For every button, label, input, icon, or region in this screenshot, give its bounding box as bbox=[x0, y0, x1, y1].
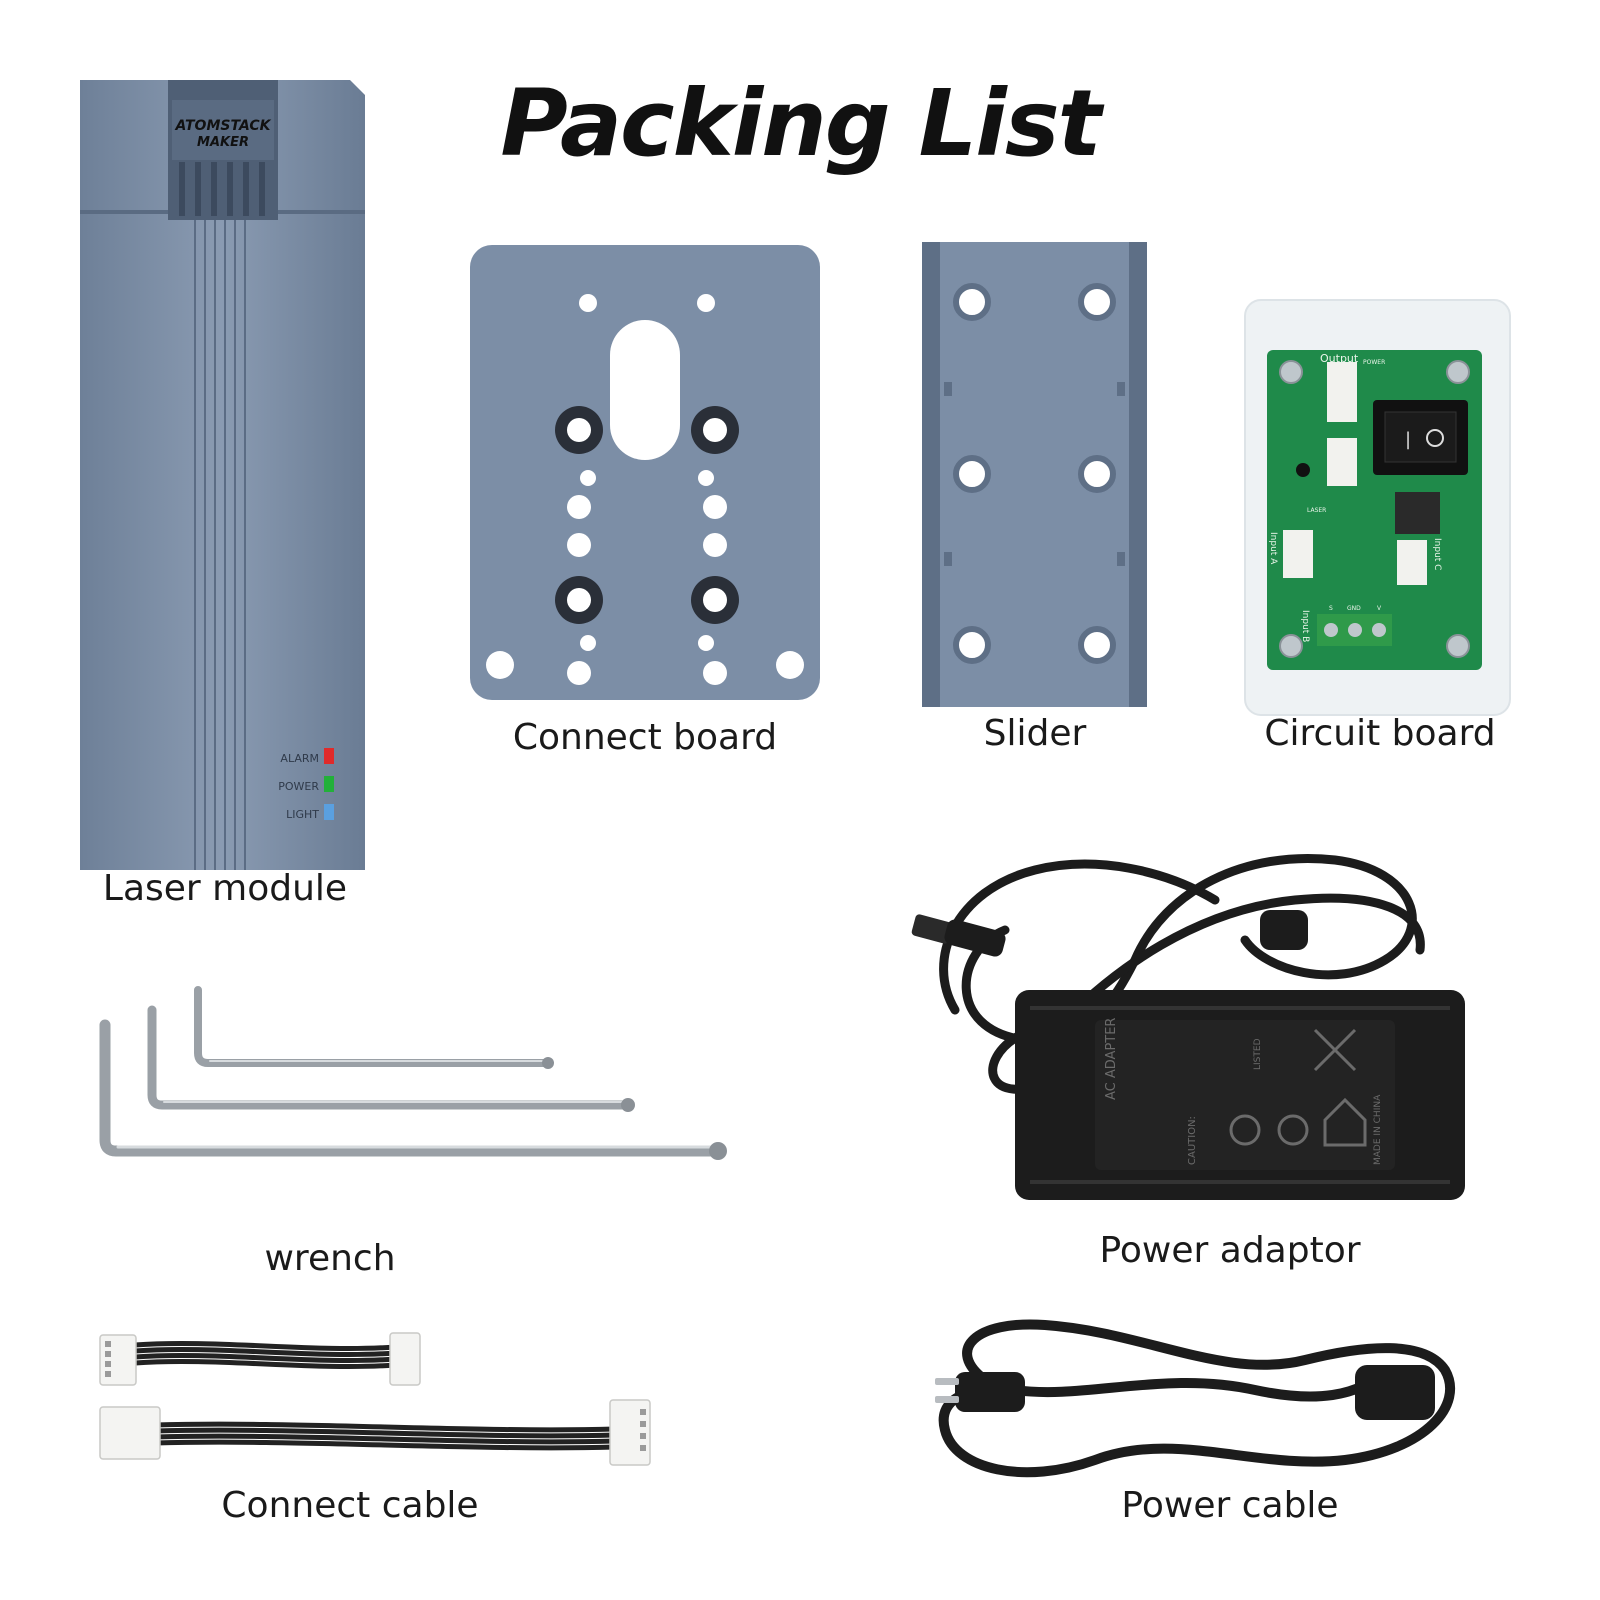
slider-label: Slider bbox=[983, 713, 1087, 754]
pcb-pin-s: S bbox=[1329, 605, 1333, 612]
alarm-led bbox=[324, 748, 334, 764]
connect-cable-label: Connect cable bbox=[221, 1485, 479, 1526]
pcb-input-c-text: Input C bbox=[1432, 538, 1442, 570]
pcb-input-b-text: Input B bbox=[1300, 610, 1310, 642]
pcb-power-text: POWER bbox=[1363, 359, 1385, 366]
circuit-board-image: | Output POWER LASER Input A Input C Inp… bbox=[1244, 299, 1511, 716]
connect-board-label: Connect board bbox=[512, 717, 778, 758]
laser-module-label: Laser module bbox=[102, 868, 348, 909]
page-title: Packing List bbox=[500, 70, 1101, 177]
wrench-label: wrench bbox=[264, 1238, 396, 1279]
power-adaptor-label: Power adaptor bbox=[1099, 1230, 1361, 1271]
slider-image bbox=[922, 242, 1147, 707]
pcb-output-text: Output bbox=[1320, 352, 1359, 365]
indicator-power-label: POWER bbox=[278, 780, 319, 793]
power-cable-image bbox=[935, 1319, 1455, 1478]
indicator-alarm-label: ALARM bbox=[280, 752, 319, 765]
pcb-laser-text: LASER bbox=[1307, 507, 1326, 514]
connect-cable-image bbox=[99, 1332, 651, 1466]
power-adaptor-image: AC ADAPTER CAUTION: LISTED MADE IN CHINA bbox=[911, 854, 1465, 1200]
brand-logo-line1: ATOMSTACK bbox=[175, 118, 272, 134]
svg-text:|: | bbox=[1405, 429, 1411, 450]
indicator-light-label: LIGHT bbox=[286, 808, 319, 821]
adapter-made-in-text: MADE IN CHINA bbox=[1373, 1094, 1383, 1165]
brand-logo-line2: MAKER bbox=[197, 135, 249, 150]
circuit-board-label: Circuit board bbox=[1264, 713, 1496, 754]
adapter-caution-text: CAUTION: bbox=[1187, 1116, 1198, 1165]
pcb-pin-gnd: GND bbox=[1347, 605, 1361, 612]
power-cable-label: Power cable bbox=[1121, 1485, 1339, 1526]
light-led bbox=[324, 804, 334, 820]
connect-board-image bbox=[470, 245, 820, 700]
adapter-listed-text: LISTED bbox=[1253, 1038, 1263, 1070]
power-led bbox=[324, 776, 334, 792]
adapter-heading-text: AC ADAPTER bbox=[1104, 1018, 1119, 1100]
pcb-pin-v: V bbox=[1377, 605, 1382, 612]
wrench-image bbox=[99, 986, 727, 1160]
laser-module-image: ATOMSTACK MAKER ALARM POWER LIGHT bbox=[80, 80, 365, 870]
pcb-input-a-text: Input A bbox=[1268, 532, 1278, 565]
